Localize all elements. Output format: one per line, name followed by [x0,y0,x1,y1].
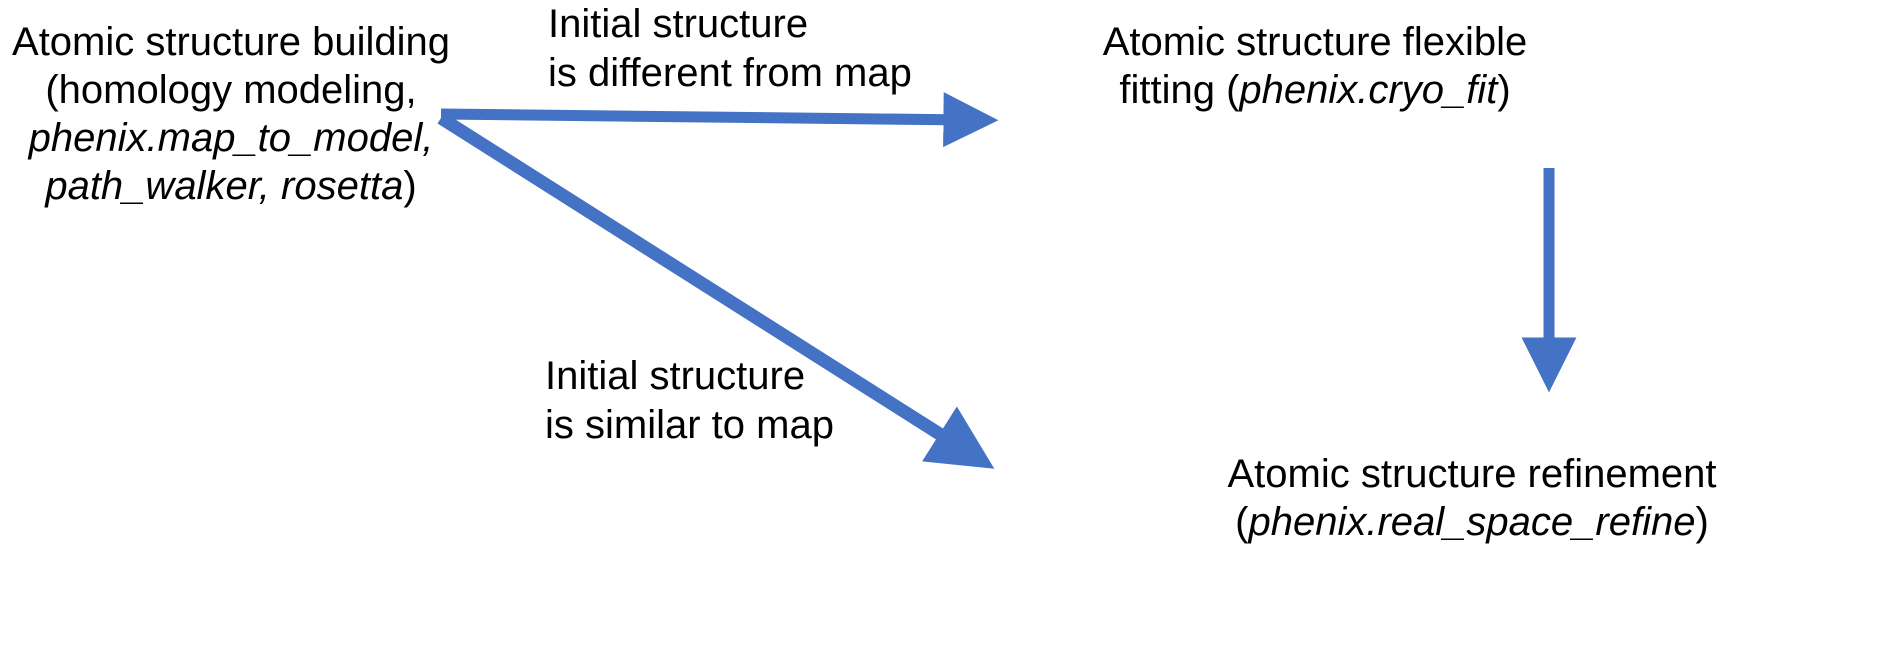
edge-label-different-line2: is different from map [548,50,912,95]
node-refine-line2-open: ( [1235,500,1249,544]
edge-label-similar-line2: is similar to map [545,402,834,447]
node-refine-command: phenix.real_space_refine [1248,500,1696,544]
node-build-line1: Atomic structure building [12,20,450,64]
node-build-line4: path_walker, rosetta [45,164,404,208]
edge-label-similar-line1: Initial structure [545,354,806,398]
node-fit-command: phenix.cryo_fit [1239,68,1498,112]
node-build-line5: ) [403,164,417,208]
node-fit-line1: Atomic structure flexible [1102,20,1528,64]
edge-label-different-line1: Initial structure [548,2,809,46]
node-atomic-structure-building: Atomic structure building(homology model… [0,18,462,210]
node-build-line3: phenix.map_to_model, [28,116,434,160]
node-fit-line2-tail: ) [1497,68,1511,112]
node-atomic-structure-refinement: Atomic structure refinement(phenix.real_… [1060,450,1884,546]
arrow-build-to-flexible-fit [440,92,999,148]
node-refine-line1: Atomic structure refinement [1227,452,1717,496]
node-refine-line2-close: ) [1695,500,1709,544]
node-fit-line2: fitting ( [1119,68,1240,112]
node-build-line2: (homology modeling, [45,68,417,112]
